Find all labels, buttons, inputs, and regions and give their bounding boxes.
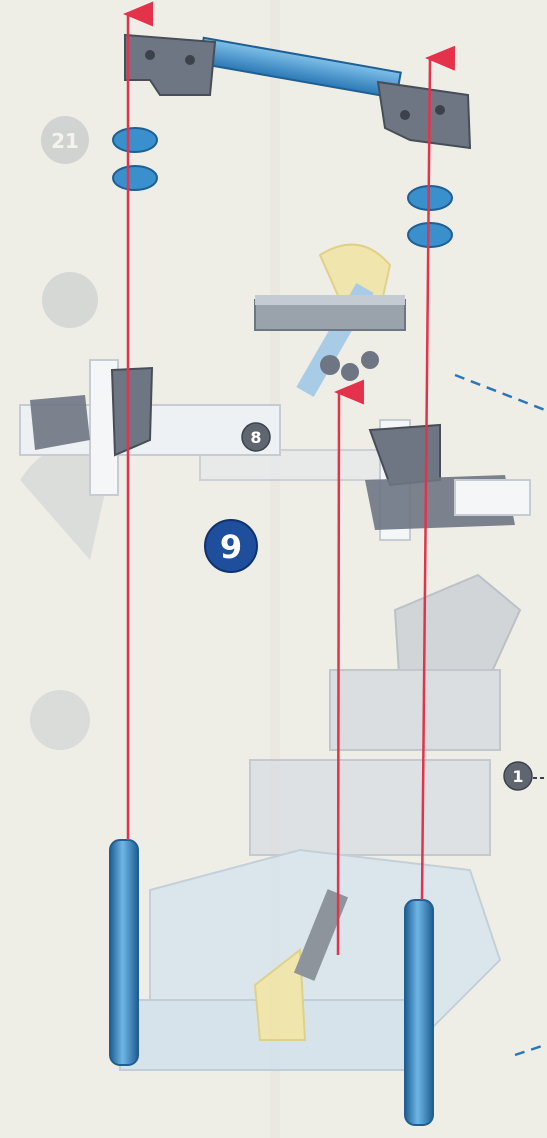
right-blue-rod <box>405 900 433 1125</box>
spacer-ring <box>408 223 452 247</box>
faded-circle <box>42 272 98 328</box>
ghost-block <box>330 670 500 750</box>
left-blue-rod <box>110 840 138 1065</box>
callout-badge-8: 8 <box>242 423 270 451</box>
grey-bar-top <box>255 295 405 305</box>
faded-step-number: 21 <box>51 129 79 153</box>
callout-number: 1 <box>512 767 523 786</box>
spacer-ring <box>408 186 452 210</box>
left-grey-connector-bracket <box>112 368 152 455</box>
right-white-extension <box>455 480 530 515</box>
ghost-block <box>250 760 490 855</box>
step-badge: 9 <box>205 520 257 572</box>
step-number: 9 <box>220 528 242 566</box>
callout-number: 8 <box>250 428 261 447</box>
up-arrow-icon <box>338 392 339 955</box>
spacer-ring <box>113 128 157 152</box>
spacer-ring <box>113 166 157 190</box>
faded-circle <box>30 690 90 750</box>
